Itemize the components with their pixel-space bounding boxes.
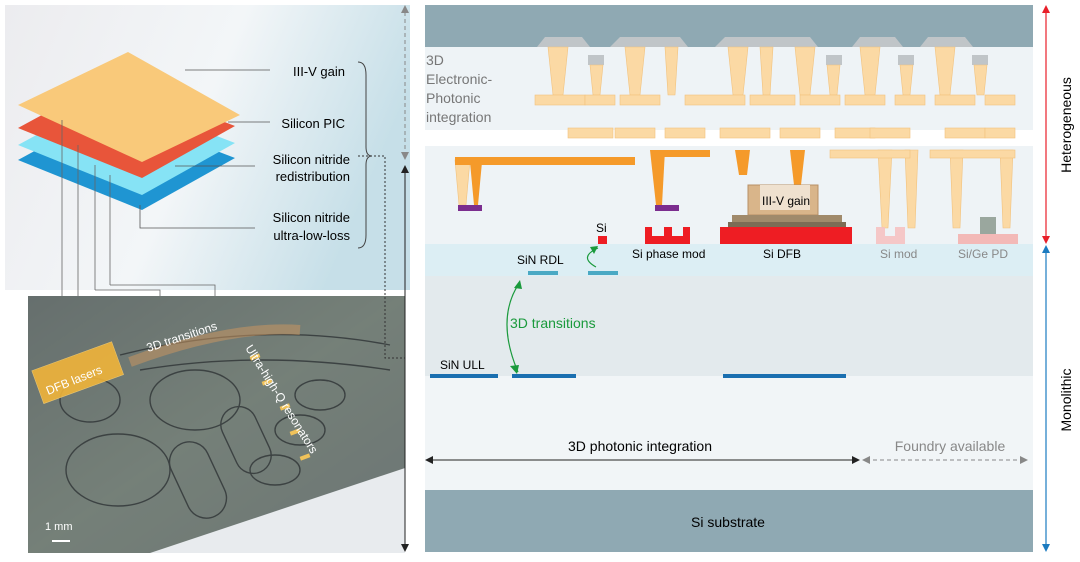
hetero-head-top [1042, 5, 1050, 13]
sin-ull-right [723, 374, 846, 378]
electronic-integration-label: 3D Electronic- Photonic integration [426, 52, 492, 125]
left-solid-head-top [401, 165, 409, 173]
monolithic-label: Monolithic [1058, 368, 1074, 431]
layer-stack-figure: III-V gain Silicon PIC Silicon nitride r… [5, 5, 410, 553]
purple-pad-left [458, 205, 482, 211]
hetero-head-bottom [1042, 236, 1050, 244]
mono-head-top [1042, 245, 1050, 253]
photo-scale-label: 1 mm [45, 521, 73, 533]
foundry-arrowhead-left [862, 456, 870, 464]
cross-section-figure: III-V gain 3D [401, 5, 1074, 552]
si-mod-label: Si mod [880, 247, 917, 261]
layer-stack-panel: III-V gain Silicon PIC Silicon nitride r… [0, 0, 420, 557]
arrowhead-down [510, 365, 519, 374]
layer-label-sin-ull-1: Silicon nitride [273, 210, 350, 225]
sin-rdl-label: SiN RDL [517, 253, 564, 267]
lower-oxide-band [425, 376, 1033, 490]
top-pads [537, 37, 988, 65]
iiiv-gain-layer [18, 52, 240, 162]
layer-label-sin-rdl-2: redistribution [276, 169, 350, 184]
sin-rdl-right [588, 271, 618, 275]
dotted-connector [358, 155, 405, 359]
sin-ull-mid [512, 374, 576, 378]
si-ge-pd-device [958, 217, 1018, 244]
arrowhead-right [852, 456, 860, 464]
layer-label-silicon-pic: Silicon PIC [281, 116, 345, 131]
substrate-label: Si substrate [691, 514, 765, 530]
cross-section-panel: III-V gain 3D [390, 0, 1080, 557]
si-dfb-label: Si DFB [763, 247, 801, 261]
orange-metal [455, 150, 805, 205]
si-ge-pd-label: Si/Ge PD [958, 247, 1008, 261]
metal-interconnects [454, 46, 1016, 229]
transitions-label: 3D transitions [510, 315, 596, 331]
left-dashed-head-top [401, 5, 409, 13]
svg-text:integration: integration [426, 109, 491, 125]
substrate-band [425, 490, 1033, 552]
sin-ull-left [430, 374, 498, 378]
left-dashed-head-bottom [401, 152, 409, 160]
layer-label-iiiv: III-V gain [293, 64, 345, 79]
layer-label-sin-ull-2: ultra-low-loss [273, 228, 350, 243]
si-label: Si [596, 221, 607, 235]
si-devices [598, 227, 852, 244]
iiiv-gain-device: III-V gain [728, 184, 846, 227]
foundry-label: Foundry available [895, 438, 1006, 454]
iiiv-gain-label: III-V gain [762, 194, 810, 208]
layer-label-sin-rdl-1: Silicon nitride [273, 152, 350, 167]
foundry-arrowhead-right [1020, 456, 1028, 464]
oxide-band [425, 276, 1033, 376]
photonic-integration-label: 3D photonic integration [568, 438, 712, 454]
svg-text:Photonic: Photonic [426, 90, 480, 106]
chip-photo: DFB lasers 3D transitions Ultra-high-Q r… [28, 296, 405, 553]
mono-head-bottom [1042, 544, 1050, 552]
arrowhead-rdl [590, 246, 598, 254]
si-mod-device [876, 227, 905, 244]
si-layer-band [425, 244, 1033, 276]
purple-pad-phase [655, 205, 679, 211]
svg-text:3D: 3D [426, 52, 444, 68]
arrowhead-left [425, 456, 433, 464]
si-phase-mod-label: Si phase mod [632, 247, 705, 261]
arrowhead-up [514, 280, 522, 289]
sin-ull-label: SiN ULL [440, 358, 485, 372]
layer-leader-lines [139, 69, 270, 229]
svg-text:Electronic-: Electronic- [426, 71, 492, 87]
heterogeneous-label: Heterogeneous [1058, 77, 1074, 173]
beol-band [425, 47, 1033, 130]
left-solid-head-bottom [401, 544, 409, 552]
sin-rdl-left [528, 271, 558, 275]
